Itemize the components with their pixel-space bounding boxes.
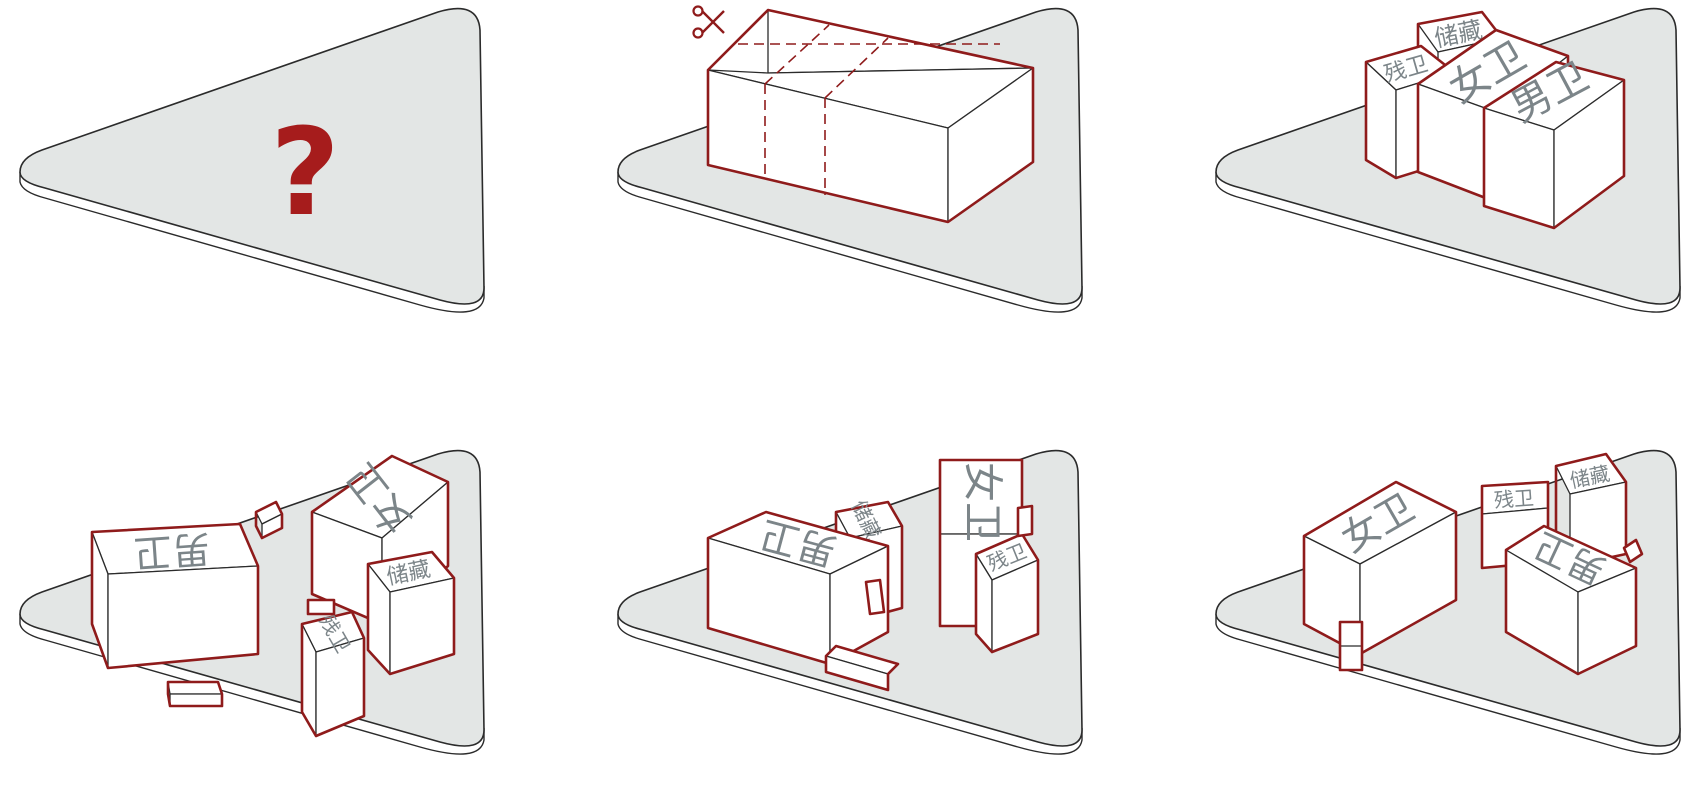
block-storage: 储藏 <box>366 550 456 676</box>
small-block <box>1338 620 1364 672</box>
block-accessible-restroom: 残卫 <box>300 610 366 738</box>
small-block <box>166 680 224 708</box>
small-block <box>254 500 284 540</box>
panel-3-divided-rooms: 储藏 残卫 女卫 男卫 <box>1215 7 1681 313</box>
panel-2-cutting-the-volume <box>617 5 1083 313</box>
small-block <box>306 598 336 616</box>
block-male-restroom: 男卫 <box>1482 53 1626 230</box>
small-block <box>1016 504 1034 538</box>
label-accessible: 残卫 <box>1493 486 1535 513</box>
small-block <box>864 578 886 616</box>
platform-1 <box>19 7 485 313</box>
panel-5-scattered-rooms: 储藏 女卫 男卫 残卫 <box>617 449 1083 755</box>
question-mark: ? <box>270 104 340 243</box>
block-accessible-restroom: 残卫 <box>974 532 1040 654</box>
block-accessible-restroom: 残卫 <box>1480 480 1550 570</box>
panel-1-undefined-program: ? <box>19 7 485 313</box>
block-male-restroom: 男卫 <box>90 522 260 670</box>
block-male-restroom: 男卫 <box>706 510 890 666</box>
small-block <box>1622 538 1644 564</box>
label-female: 女卫 <box>959 462 1005 542</box>
scissors-icon <box>692 5 725 39</box>
panel-4-scattered-rooms: 男卫 女卫 储藏 残卫 <box>19 449 485 755</box>
small-block <box>824 644 900 692</box>
undivided-volume <box>706 8 1035 224</box>
panel-6-scattered-rooms: 女卫 残卫 储藏 男卫 <box>1215 449 1681 755</box>
block-male-restroom: 男卫 <box>1504 524 1638 676</box>
label-male: 男卫 <box>133 526 212 575</box>
